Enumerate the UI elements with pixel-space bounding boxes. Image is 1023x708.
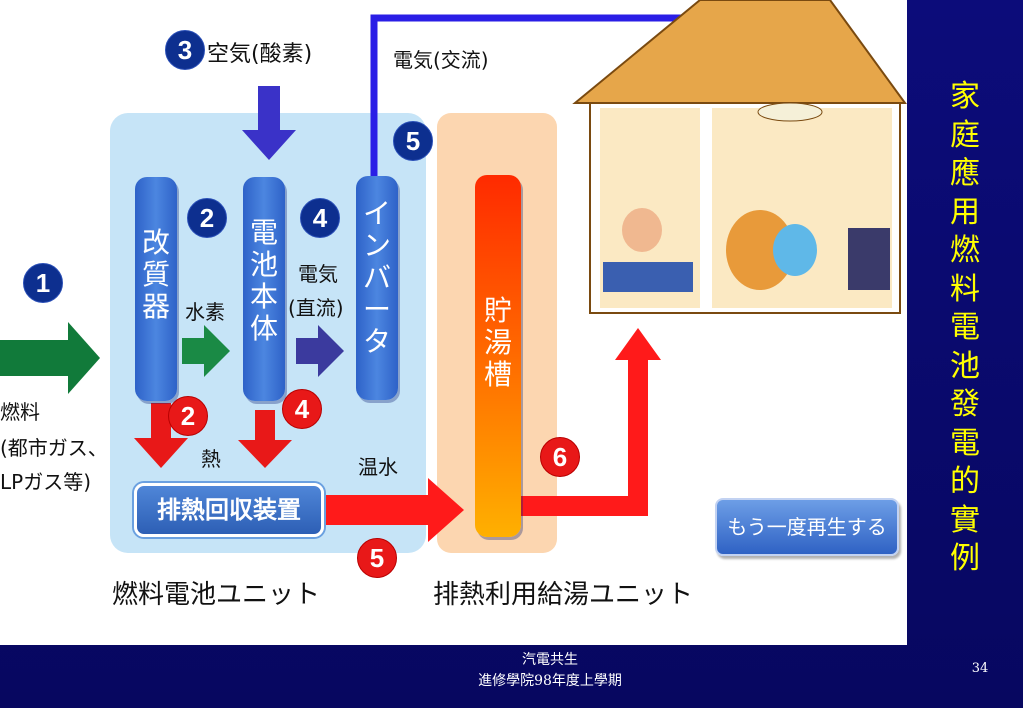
heat-arrow-2-shaft <box>255 410 275 442</box>
hydrogen-label: 水素 <box>185 300 225 324</box>
hydrogen-arrow-head <box>204 325 230 377</box>
badge-1: 1 <box>23 263 63 303</box>
heat-label: 熱 <box>201 447 221 471</box>
stack-bar: 電池本体 <box>243 177 285 401</box>
lamp <box>757 102 823 122</box>
badge-6: 6 <box>540 437 580 477</box>
footer-line-1: 汽電共生 <box>522 652 578 668</box>
person-father <box>726 210 794 290</box>
hot-water-label: 温水 <box>358 455 398 479</box>
supply-pipe-head <box>615 328 661 360</box>
dc-arrow-shaft <box>296 338 320 364</box>
tv <box>848 228 890 290</box>
badge-4b: 4 <box>282 389 322 429</box>
tank-text: 貯湯槽 <box>483 294 512 391</box>
badge-2a: 2 <box>187 198 227 238</box>
air-label: 空気(酸素) <box>207 42 313 67</box>
stack-text: 電池本体 <box>249 216 278 345</box>
dc-arrow-head <box>318 325 344 377</box>
hot-water-unit-label: 排熱利用給湯ユニット <box>433 580 694 610</box>
fuel-arrow-head <box>68 322 100 394</box>
dc-label-1: 電気 <box>298 262 338 286</box>
side-title-text: 家庭應用燃料電池發電的實例 <box>950 79 980 576</box>
dc-label-2: (直流) <box>288 296 344 320</box>
hot-water-arrow-head <box>428 478 464 542</box>
heat-arrow-1-shaft <box>151 403 171 441</box>
badge-5a: 5 <box>393 121 433 161</box>
reformer-text: 改質器 <box>141 226 170 323</box>
fuel-label-1: 燃料 <box>0 400 40 424</box>
inverter-text: インバータ <box>362 197 391 358</box>
footer: 汽電共生 進修學院98年度上學期 <box>0 645 1023 708</box>
page-number: 34 <box>971 661 989 676</box>
air-arrow-shaft <box>258 86 280 132</box>
badge-2b: 2 <box>168 396 208 436</box>
ac-label: 電気(交流) <box>393 48 489 72</box>
badge-5b: 5 <box>357 538 397 578</box>
hot-water-arrow-shaft <box>320 495 430 525</box>
person-child <box>773 224 817 276</box>
person-old-head <box>622 208 662 252</box>
inverter-bar: インバータ <box>356 176 398 400</box>
fuel-label-3: LPガス等) <box>0 470 92 494</box>
bath <box>603 262 693 292</box>
heat-arrow-2-head <box>238 440 292 468</box>
fuel-label-2: (都市ガス、 <box>0 436 108 460</box>
arrows-layer <box>0 0 907 542</box>
footer-line-2: 進修學院98年度上學期 <box>478 673 622 689</box>
supply-pipe <box>520 355 648 516</box>
tank-bar: 貯湯槽 <box>475 175 521 537</box>
replay-button[interactable]: もう一度再生する <box>715 498 899 556</box>
fuel-cell-unit-label: 燃料電池ユニット <box>112 580 321 610</box>
badge-4a: 4 <box>300 198 340 238</box>
side-title: 家庭應用燃料電池發電的實例 <box>907 0 1023 645</box>
diagram-canvas: 1 2 2 3 4 4 5 5 6 空気(酸素) 電気(交流) 燃料 (都市ガス… <box>0 0 907 645</box>
badge-3: 3 <box>165 30 205 70</box>
hydrogen-arrow-shaft <box>182 338 206 364</box>
reformer-bar: 改質器 <box>135 177 177 401</box>
heat-arrow-1-head <box>134 438 188 468</box>
heat-recovery-unit: 排熱回収装置 <box>134 483 324 537</box>
air-arrow-head <box>242 130 296 160</box>
fuel-arrow-shaft <box>0 340 70 376</box>
